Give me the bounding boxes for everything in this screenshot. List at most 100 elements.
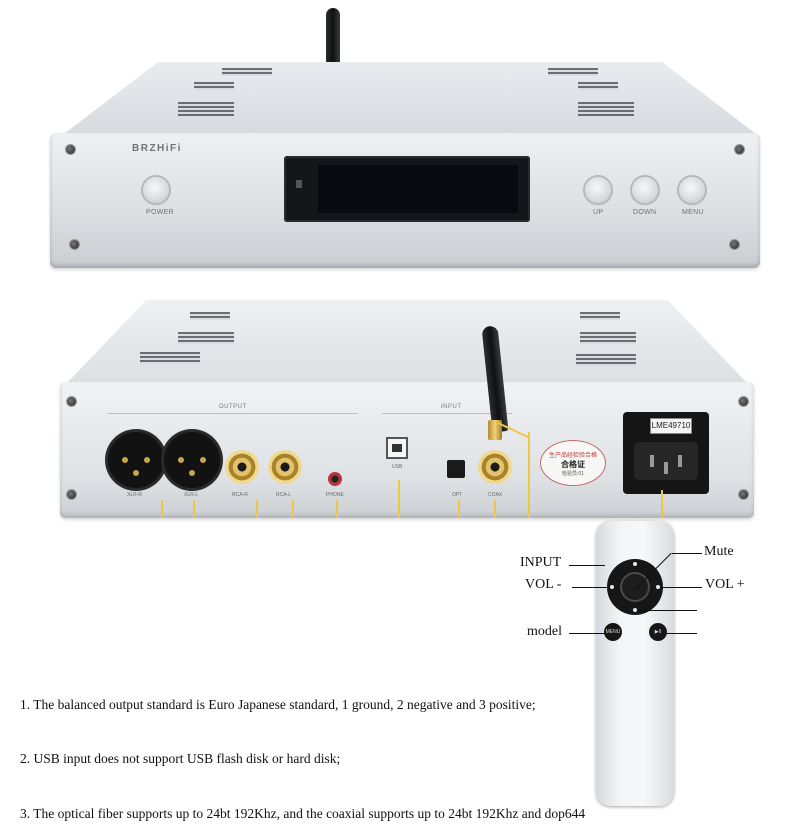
front-vent-left-2 (178, 102, 234, 116)
callout-mute-line-h (672, 553, 702, 554)
front-screw-br (730, 240, 739, 249)
rear-screw-bl (67, 490, 76, 499)
front-vent-right-1 (548, 68, 598, 76)
coax-connector (478, 450, 512, 484)
xlr-l-pin-2 (200, 457, 206, 463)
power-label: POWER (146, 209, 174, 216)
phone-label: PHONE (326, 492, 344, 498)
lead-xlr-r (161, 500, 163, 518)
callout-mute-label: Mute (704, 544, 734, 559)
fuse-sticker: LME49710 (650, 418, 692, 434)
remote-play-pause-button: ▶II (649, 623, 667, 641)
power-pin-2 (664, 462, 668, 474)
menu-button (679, 177, 705, 203)
front-vent-left-1 (222, 68, 272, 76)
rear-vent-right-3 (576, 354, 636, 366)
rear-view-photo (0, 290, 800, 520)
lead-phone (336, 500, 338, 518)
callout-input-label: INPUT (520, 555, 562, 570)
callout-model-line (569, 633, 605, 634)
input-section-line (382, 413, 512, 414)
note-1: 1. The balanced output standard is Euro … (20, 697, 536, 712)
xlr-r-pin-2 (144, 457, 150, 463)
up-button (585, 177, 611, 203)
lead-usb (398, 480, 400, 518)
output-section-line (108, 413, 358, 414)
seal-line-1: 生产品经检验合格 (548, 453, 597, 459)
rca-r-connector (225, 450, 259, 484)
power-inlet-socket (634, 442, 698, 480)
antenna-base (488, 420, 502, 440)
front-screw-tl (66, 145, 75, 154)
rear-vent-right-1 (580, 312, 620, 320)
xlr-r-connector (108, 432, 164, 488)
front-vent-left-3 (194, 82, 234, 90)
lead-coax (494, 500, 496, 518)
xlr-l-pin-1 (178, 457, 184, 463)
seal-line-2: 合格证 (561, 460, 585, 469)
callout-model-label: model (527, 624, 562, 639)
rca-l-connector (268, 450, 302, 484)
xlr-r-pin-3 (133, 470, 139, 476)
front-vent-right-2 (578, 102, 634, 116)
down-button (632, 177, 658, 203)
opt-label: OPT (452, 492, 463, 498)
xlr-l-pin-3 (189, 470, 195, 476)
remote-menu-button: MENU (604, 623, 622, 641)
rear-vent-right-2 (580, 332, 636, 344)
coax-label: COAX (488, 492, 503, 498)
front-vent-right-3 (578, 82, 618, 90)
note-2: 2. USB input does not support USB flash … (20, 751, 341, 766)
power-button (143, 177, 169, 203)
xlr-r-pin-1 (122, 457, 128, 463)
callout-vol-minus-label: VOL - (525, 577, 562, 592)
qc-certificate-sticker: 生产品经检验合格 合格证 检验员:01 (540, 440, 606, 486)
menu-label: MENU (682, 209, 704, 216)
xlr-l-connector (164, 432, 220, 488)
callout-input-line (569, 565, 605, 566)
callout-vol-minus-line (572, 587, 610, 588)
rca-r-label: RCA-R (232, 492, 248, 498)
remote-dot-down (633, 608, 637, 612)
power-pin-1 (650, 455, 654, 467)
ir-sensor (296, 180, 302, 188)
lead-rca-r (256, 500, 258, 518)
brand-logo: BRZHiFi (132, 143, 182, 154)
output-section-title: OUTPUT (215, 404, 251, 410)
callout-down-line (637, 610, 697, 611)
callout-play-line (667, 633, 697, 634)
seal-line-3: 检验员:01 (562, 471, 584, 477)
remote-dot-up (633, 562, 637, 566)
lead-xlr-l (193, 500, 195, 518)
lead-antenna (528, 432, 530, 518)
up-label: UP (593, 209, 604, 216)
rear-screw-br (739, 490, 748, 499)
usb-port (386, 437, 408, 459)
front-screw-tr (735, 145, 744, 154)
rear-vent-left-2 (178, 332, 234, 344)
power-pin-3 (678, 455, 682, 467)
front-view-photo: BRZHiFi POWER UP DOWN MENU (0, 0, 800, 290)
rear-top-cover (64, 300, 750, 386)
optical-port (447, 460, 465, 478)
note-3: 3. The optical fiber supports up to 24bt… (20, 806, 586, 821)
remote-dot-left (610, 585, 614, 589)
down-label: DOWN (633, 209, 657, 216)
front-top-cover (60, 62, 760, 137)
callout-vol-plus-line (660, 587, 702, 588)
front-antenna (326, 8, 340, 64)
lead-power (661, 490, 663, 518)
input-section-title: INPUT (437, 404, 466, 410)
display-screen-inner (318, 165, 518, 213)
callout-vol-plus-label: VOL + (705, 577, 745, 592)
front-screw-bl (70, 240, 79, 249)
lead-rca-l (292, 500, 294, 518)
rear-screw-tl (67, 397, 76, 406)
rear-vent-left-1 (190, 312, 230, 320)
rca-l-label: RCA-L (276, 492, 292, 498)
phone-jack (328, 472, 342, 486)
remote-dot-right (656, 585, 660, 589)
xlr-r-label: XLR-R (127, 492, 143, 498)
rear-vent-left-3 (140, 352, 200, 364)
usb-label: USB (392, 464, 403, 470)
